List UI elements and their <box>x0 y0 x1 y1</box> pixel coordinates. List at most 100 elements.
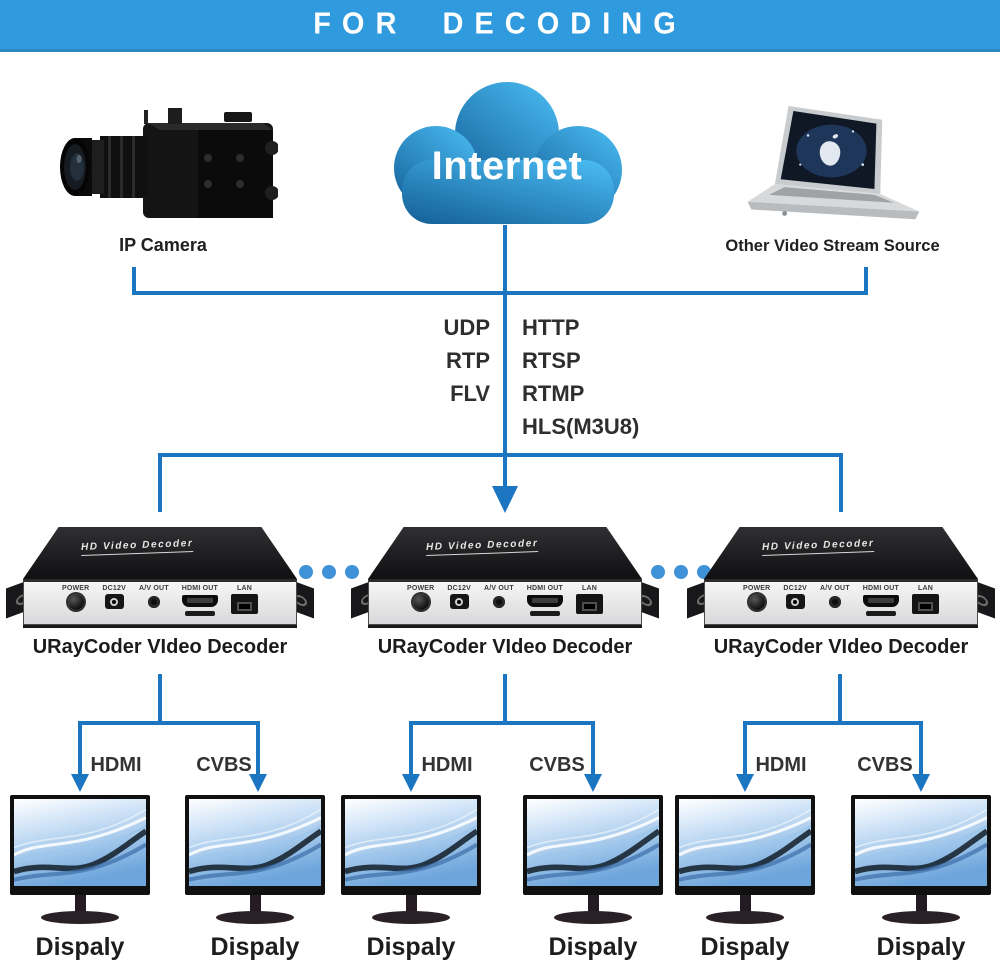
banner: FOR DECODING <box>0 0 1000 52</box>
monitor-screen <box>523 795 663 895</box>
hdmi-port-icon <box>181 595 218 616</box>
lan-port-icon <box>231 594 259 614</box>
monitor-screen <box>10 795 150 895</box>
monitor-stand <box>249 895 261 914</box>
display-monitor: Dispaly <box>851 795 991 961</box>
video-decoder-device: HD Video Decoder POWER DC12V A/V OUT HDM… <box>6 527 314 629</box>
decoder-label: URayCoder VIdeo Decoder <box>377 636 633 658</box>
av-out-jack: A/V OUT <box>820 585 850 608</box>
monitor-base <box>882 911 960 924</box>
protocol-list-right: HTTP RTSP RTMP HLS(M3U8) <box>522 311 692 443</box>
display-label: Dispaly <box>35 933 125 961</box>
protocol-item: UDP <box>443 315 490 340</box>
dc-jack-icon <box>449 594 469 609</box>
output-label-cvbs: CVBS <box>857 754 913 776</box>
protocol-item: FLV <box>450 381 490 406</box>
display-monitor: Dispaly <box>10 795 150 961</box>
lan-port-icon <box>912 594 940 614</box>
protocol-item: RTP <box>446 348 490 373</box>
monitor-stand <box>74 895 86 914</box>
monitor-stand <box>915 895 927 914</box>
decoder-label: URayCoder VIdeo Decoder <box>713 636 969 658</box>
ellipsis-dot <box>322 565 336 579</box>
power-button: POWER <box>407 585 434 610</box>
ellipsis-dot <box>674 565 688 579</box>
output-label-hdmi: HDMI <box>90 754 142 776</box>
power-button: POWER <box>743 585 770 610</box>
device-front-panel: POWER DC12V A/V OUT HDMI OUT LAN <box>704 579 978 625</box>
monitor-stand <box>739 895 751 914</box>
ellipsis-dot <box>651 565 665 579</box>
protocol-item: HLS(M3U8) <box>522 414 640 439</box>
dc-jack: DC12V <box>447 585 471 609</box>
lan-port: LAN <box>231 585 259 614</box>
lan-port: LAN <box>576 585 604 614</box>
monitor-screen <box>675 795 815 895</box>
laptop-image <box>747 106 920 220</box>
hdmi-port-icon <box>862 595 899 616</box>
device-front-panel: POWER DC12V A/V OUT HDMI OUT LAN <box>368 579 642 625</box>
banner-title: FOR DECODING <box>313 7 687 41</box>
power-button-icon <box>412 594 429 610</box>
output-label-hdmi: HDMI <box>421 754 473 776</box>
device-title: HD Video Decoder <box>761 538 875 556</box>
internet-cloud-icon <box>394 82 622 224</box>
monitor-screen <box>851 795 991 895</box>
hdmi-out-port: HDMI OUT <box>526 585 563 616</box>
av-jack-icon <box>147 596 160 608</box>
power-button-icon <box>748 594 765 610</box>
monitor-screen <box>341 795 481 895</box>
protocol-item: RTSP <box>522 348 581 373</box>
hdmi-out-port: HDMI OUT <box>862 585 899 616</box>
protocol-list-left: UDP RTP FLV <box>348 311 490 410</box>
display-label: Dispaly <box>876 933 966 961</box>
lan-port-icon <box>576 594 604 614</box>
device-title: HD Video Decoder <box>80 538 194 556</box>
device-title: HD Video Decoder <box>425 538 539 556</box>
video-decoder-device: HD Video Decoder POWER DC12V A/V OUT HDM… <box>351 527 659 629</box>
monitor-base <box>554 911 632 924</box>
display-monitor: Dispaly <box>341 795 481 961</box>
av-out-jack: A/V OUT <box>484 585 514 608</box>
output-label-cvbs: CVBS <box>529 754 585 776</box>
av-jack-icon <box>828 596 841 608</box>
protocol-item: RTMP <box>522 381 585 406</box>
monitor-stand <box>405 895 417 914</box>
device-top-panel: HD Video Decoder <box>368 527 642 579</box>
dc-jack-icon <box>785 594 805 609</box>
display-label: Dispaly <box>700 933 790 961</box>
output-label-cvbs: CVBS <box>196 754 252 776</box>
internet-label: Internet <box>431 144 583 188</box>
display-label: Dispaly <box>366 933 456 961</box>
dc-jack: DC12V <box>102 585 126 609</box>
power-button-icon <box>67 594 84 610</box>
ellipsis-dot <box>345 565 359 579</box>
device-front-panel: POWER DC12V A/V OUT HDMI OUT LAN <box>23 579 297 625</box>
device-top-panel: HD Video Decoder <box>704 527 978 579</box>
monitor-base <box>216 911 294 924</box>
monitor-screen <box>185 795 325 895</box>
monitor-stand <box>587 895 599 914</box>
display-monitor: Dispaly <box>185 795 325 961</box>
power-button: POWER <box>62 585 89 610</box>
output-label-hdmi: HDMI <box>755 754 807 776</box>
display-monitor: Dispaly <box>523 795 663 961</box>
monitor-base <box>372 911 450 924</box>
hdmi-out-port: HDMI OUT <box>181 585 218 616</box>
laptop-label: Other Video Stream Source <box>725 237 940 255</box>
av-jack-icon <box>492 596 505 608</box>
dc-jack-icon <box>104 594 124 609</box>
av-out-jack: A/V OUT <box>139 585 169 608</box>
display-label: Dispaly <box>548 933 638 961</box>
monitor-base <box>41 911 119 924</box>
ip-camera-image <box>60 108 278 218</box>
dc-jack: DC12V <box>783 585 807 609</box>
protocol-item: HTTP <box>522 315 580 340</box>
ip-camera-label: IP Camera <box>119 235 207 255</box>
display-label: Dispaly <box>210 933 300 961</box>
lan-port: LAN <box>912 585 940 614</box>
hdmi-port-icon <box>526 595 563 616</box>
decoder-label: URayCoder VIdeo Decoder <box>32 636 288 658</box>
display-monitor: Dispaly <box>675 795 815 961</box>
